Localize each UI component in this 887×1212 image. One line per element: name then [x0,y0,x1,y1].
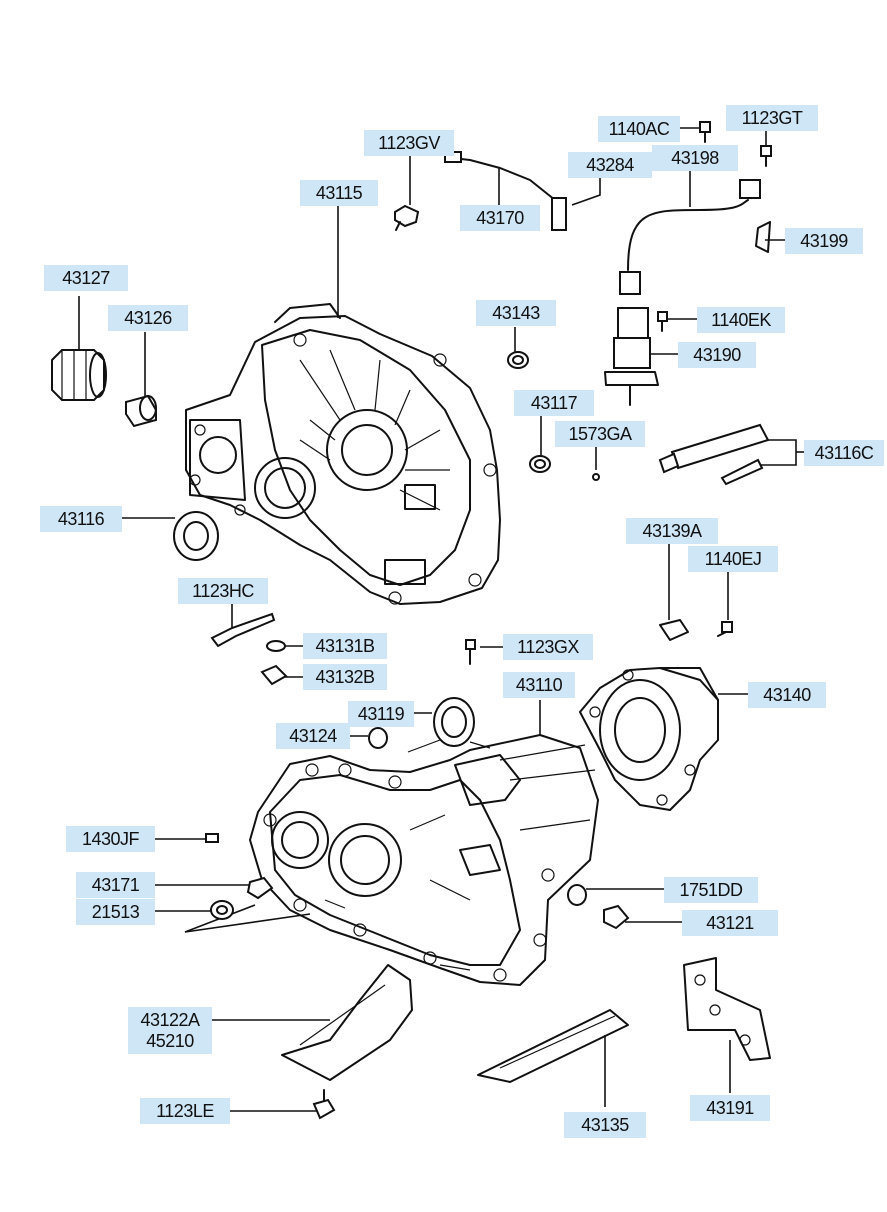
label-43198: 43198 [652,145,738,171]
label-43139a: 43139A [626,518,718,544]
label-43171: 43171 [76,872,155,898]
label-43170: 43170 [460,205,540,231]
transaxle-case-43110 [249,734,599,986]
label-1123hc: 1123HC [178,578,268,604]
label-43191: 43191 [690,1095,770,1121]
label-43119: 43119 [348,701,414,727]
label-43117: 43117 [514,390,594,416]
label-1123gv: 1123GV [364,130,454,156]
label-43127: 43127 [44,265,128,291]
label-43126: 43126 [108,305,188,331]
label-43115: 43115 [300,180,378,206]
label-1123gx: 1123GX [503,634,593,660]
label-45210: 45210 [128,1028,212,1054]
label-43190: 43190 [678,342,756,368]
label-43116: 43116 [40,506,122,532]
small-parts [51,121,772,1120]
leader-lines [78,127,804,1112]
label-43284: 43284 [568,152,652,178]
label-43110: 43110 [503,672,575,698]
label-43143: 43143 [476,300,556,326]
label-21513: 21513 [76,899,155,925]
label-43131b: 43131B [303,633,387,659]
label-1430jf: 1430JF [66,826,155,852]
label-43135: 43135 [564,1112,646,1138]
label-1140ek: 1140EK [697,307,785,333]
label-1123gt: 1123GT [726,105,818,131]
transaxle-housing-43115 [185,303,501,605]
label-1751dd: 1751DD [664,877,758,903]
label-43132b: 43132B [303,664,387,690]
label-1140ac: 1140AC [598,116,680,142]
label-43116c: 43116C [804,440,884,466]
label-43140: 43140 [748,682,826,708]
transfer-cover-43140 [579,667,719,811]
label-1140ej: 1140EJ [688,546,778,572]
label-1123le: 1123LE [140,1098,230,1124]
label-43199: 43199 [785,228,863,254]
label-43124: 43124 [276,723,350,749]
label-1573ga: 1573GA [555,421,645,447]
label-43121: 43121 [682,910,778,936]
